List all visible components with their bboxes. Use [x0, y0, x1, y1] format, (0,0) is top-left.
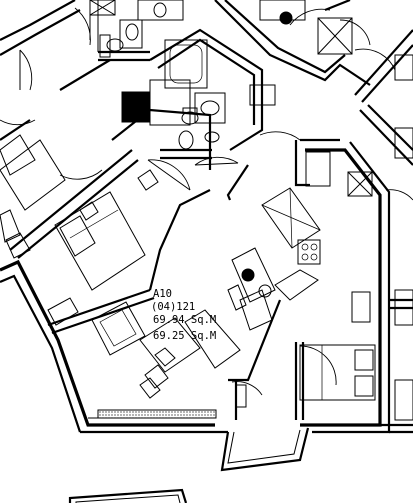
interior-walls [0, 0, 413, 420]
bathroom-fixtures [89, 0, 413, 150]
bedroom-3-furniture [299, 127, 413, 421]
kitchen [227, 187, 321, 331]
unit-label: A10 (04)121 69.94 Sq.M 69.25 Sq.M [151, 288, 216, 342]
balcony [220, 427, 310, 472]
exterior-walls [0, 141, 413, 434]
unit-code: (04)121 [151, 301, 195, 313]
unit-area-2: 69.25 Sq.M [153, 330, 216, 342]
door-swings [0, 7, 413, 396]
living-furniture [91, 301, 247, 408]
lower-neighbor-fragment [68, 488, 188, 503]
bedroom-2-furniture [47, 169, 159, 326]
bedroom-1-furniture [0, 134, 66, 259]
unit-area-1: 69.94 Sq.M [153, 314, 216, 326]
unit-name: A10 [153, 288, 172, 300]
